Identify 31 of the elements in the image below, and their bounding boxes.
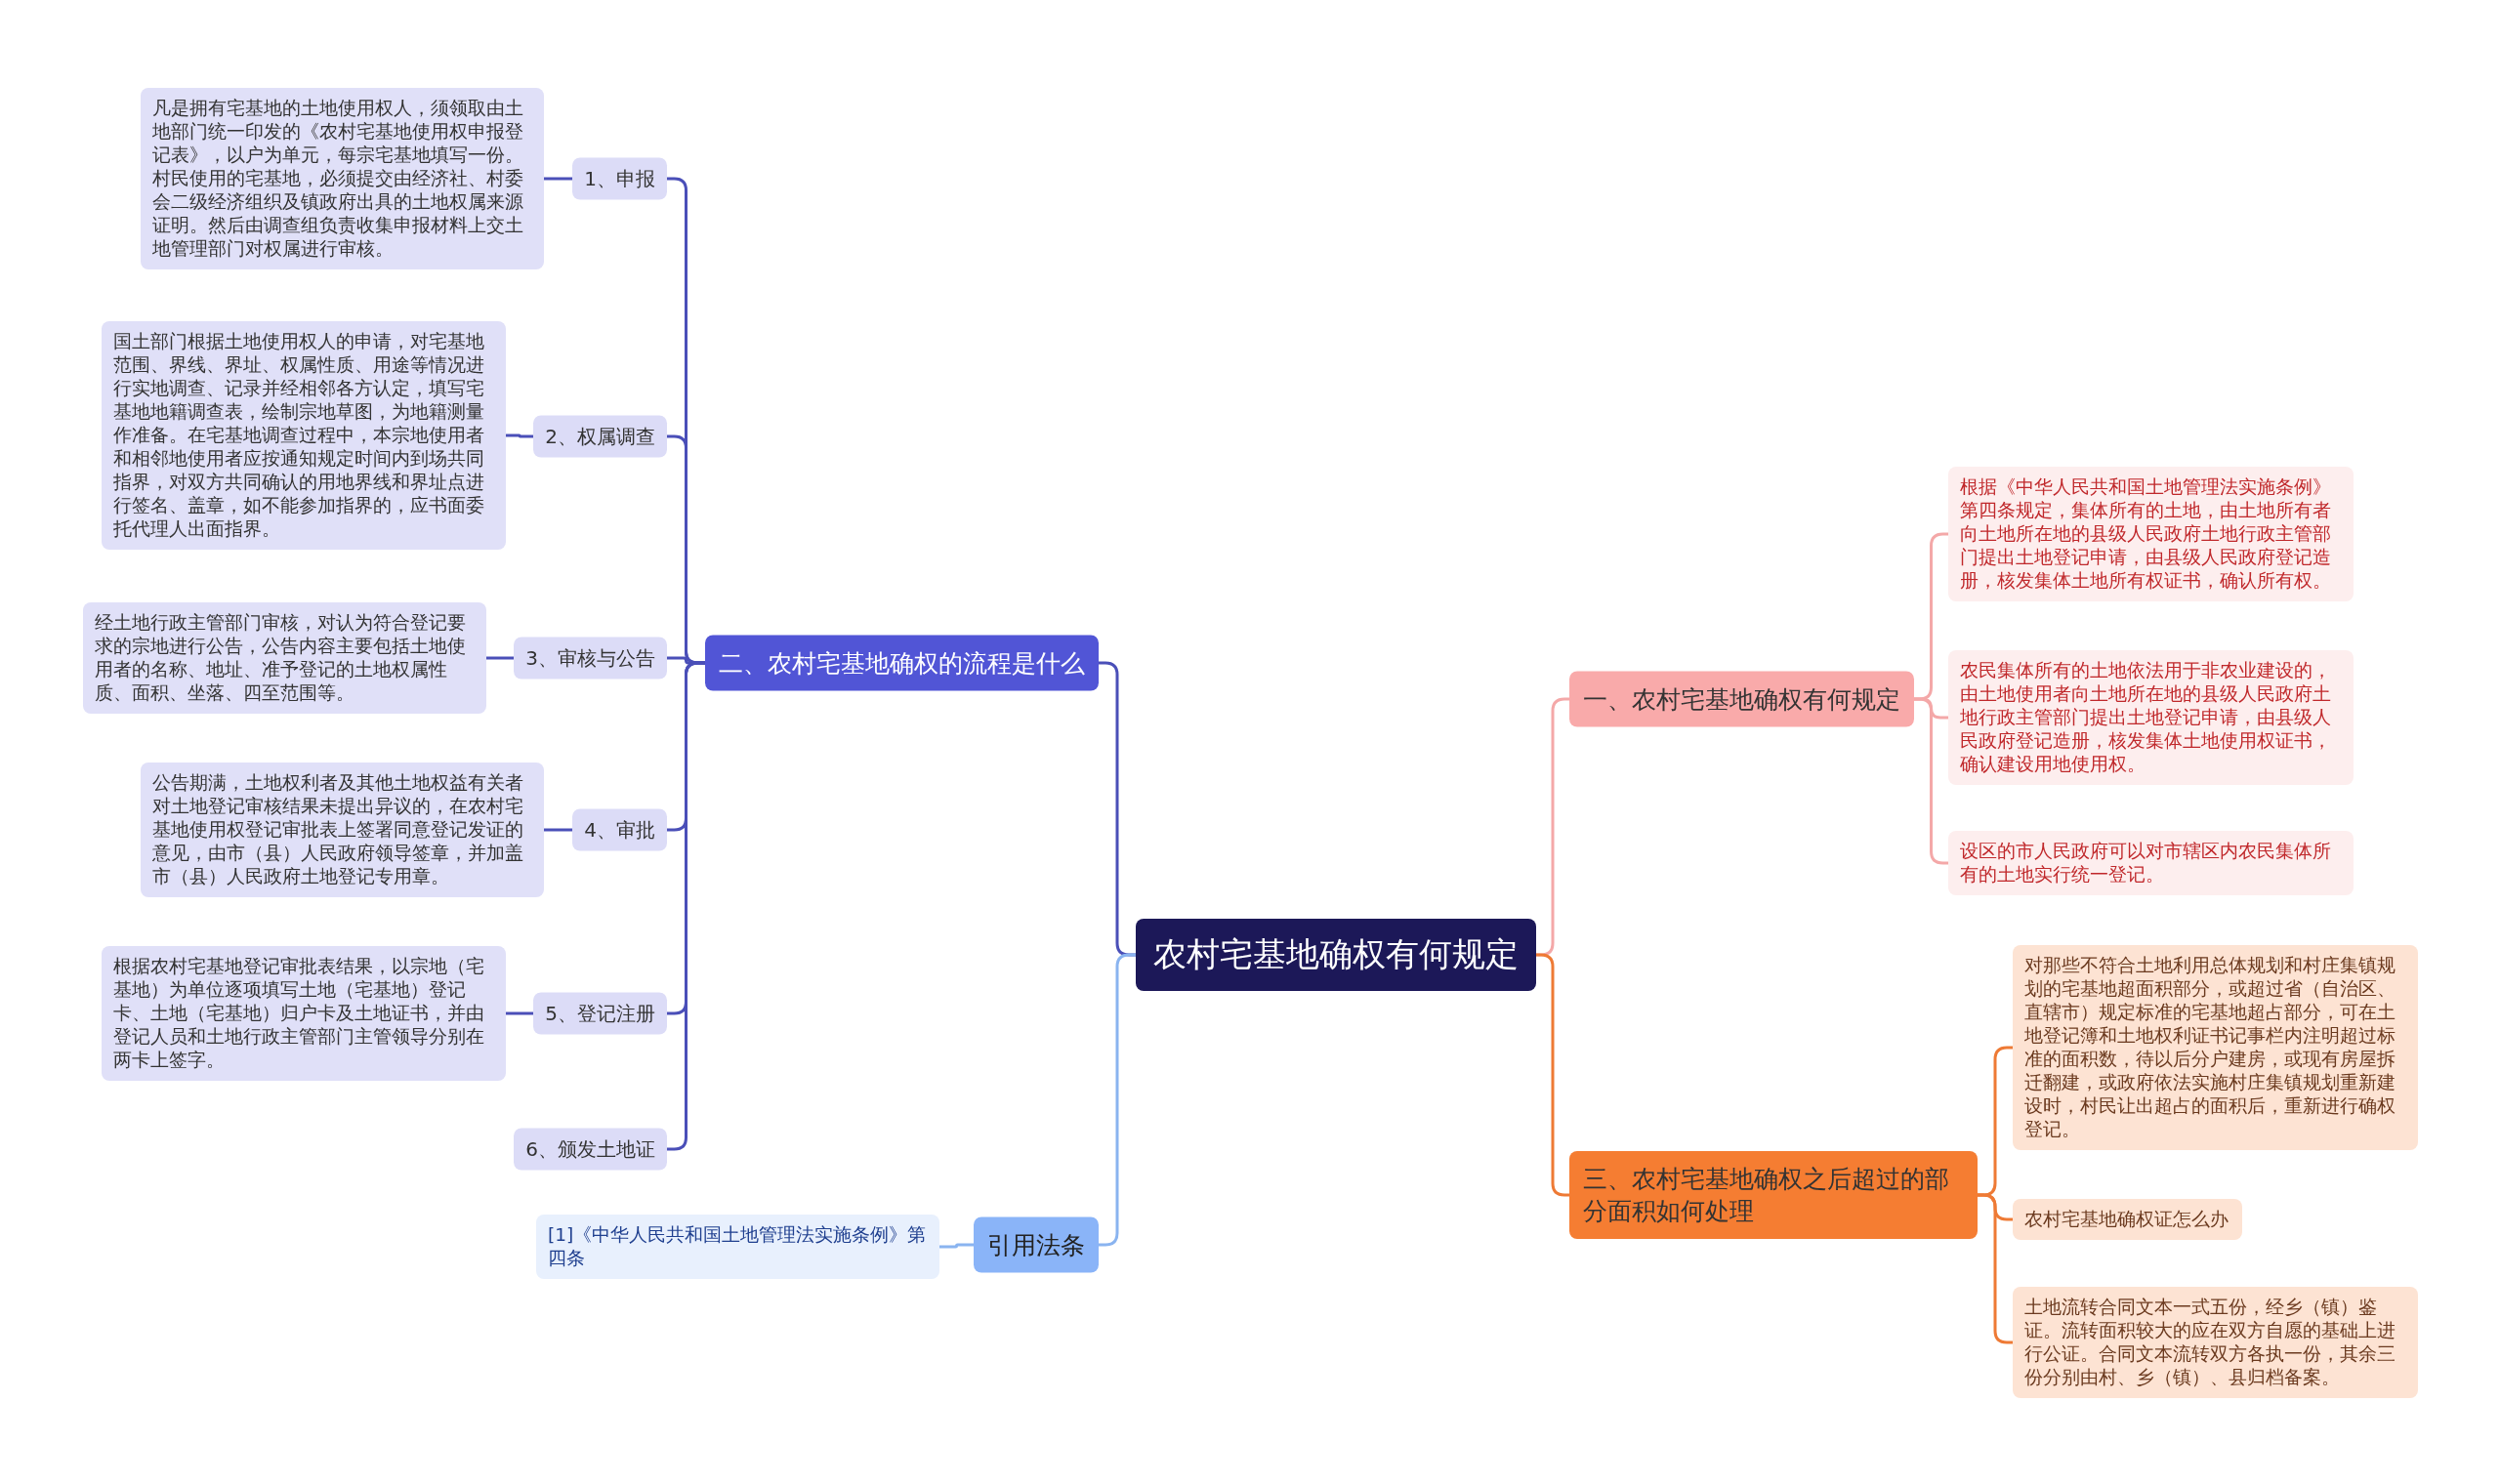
note-box: 设区的市人民政府可以对市辖区内农民集体所有的土地实行统一登记。 xyxy=(1948,831,2354,895)
note-box: 根据《中华人民共和国土地管理法实施条例》第四条规定，集体所有的土地，由土地所有者向土地所在地的县级人民政府土地行政主管部门提出土地登记申请，由县级人民政府登记造册，核发集体土地所有权证书，确认所有权。 xyxy=(1948,467,2354,601)
connector-line xyxy=(544,828,573,832)
note-box: 经土地行政主管部门审核，对认为符合登记要求的宗地进行公告，公告内容主要包括土地使用者的名称、地址、准予登记的土地权属性质、面积、坐落、四至范围等。 xyxy=(83,602,486,714)
note-box: 农民集体所有的土地依法用于非农业建设的，由土地使用者向土地所在地的县级人民政府土地行政主管部门提出土地登记申请，由县级人民政府登记造册，核发集体土地使用权证书，确认建设用地使用权。 xyxy=(1948,650,2354,785)
connector-line xyxy=(506,1011,534,1015)
note-box: 凡是拥有宅基地的土地使用权人，须领取由土地部门统一印发的《农村宅基地使用权申报登记表》，以户为单元，每宗宅基地填写一份。村民使用的宅基地，必须提交由经济社、村委会二级经济组织及镇政府出具的土地权属来源证明。然后由调查组负责收集申报材料上交土地管理部门对权属进行审核。 xyxy=(141,88,544,269)
note-box: 国土部门根据土地使用权人的申请，对宅基地范围、界线、界址、权属性质、用途等情况进行实地调查、记录并经相邻各方认定，填写宅基地地籍调查表，绘制宗地草图，为地籍测量作准备。在宅基地调查过程中，本宗地使用者和相邻地使用者应按通知规定时间内到场共同指界，对双方共同确认的用地界线和界址点进行签名、盖章，如不能参加指界的，应书面委托代理人出面指界。 xyxy=(102,321,506,550)
connector-line xyxy=(1978,1193,2013,1344)
connector-line xyxy=(1099,953,1136,1247)
branch-topic: 引用法条 xyxy=(974,1216,1099,1273)
note-box: 公告期满，土地权利者及其他土地权益有关者对土地登记审核结果未提出异议的，在农村宅基地使用权登记审批表上签署同意登记发证的意见，由市（县）人民政府领导签章，并加盖市（县）人民政府土地登记专用章。 xyxy=(141,763,544,897)
subtopic-box: 6、颁发土地证 xyxy=(514,1128,667,1171)
subtopic-box: 5、登记注册 xyxy=(533,992,667,1035)
branch-topic: 三、农村宅基地确权之后超过的部分面积如何处理 xyxy=(1569,1151,1978,1239)
note-box: 农村宅基地确权证怎么办 xyxy=(2013,1199,2242,1240)
note-box: 土地流转合同文本一式五份，经乡（镇）鉴证。流转面积较大的应在双方自愿的基础上进行公证。合同文本流转双方各执一份，其余三份分别由村、乡（镇）、县归档备案。 xyxy=(2013,1287,2418,1398)
branch-topic: 一、农村宅基地确权有何规定 xyxy=(1569,671,1914,727)
subtopic-box: 1、申报 xyxy=(572,157,667,200)
reference-box: [1]《中华人民共和国土地管理法实施条例》第四条 xyxy=(536,1215,939,1279)
subtopic-box: 2、权属调查 xyxy=(533,415,667,458)
note-box: 对那些不符合土地利用总体规划和村庄集镇规划的宅基地超面积部分，或超过省（自治区、直辖市）规定标准的宅基地超占部分，可在土地登记簿和土地权利证书记事栏内注明超过标准的面积数，待以后分户建房，或现有房屋拆迁翻建，或政府依法实施村庄集镇规划重新建设时，村民让出超占的面积后，重新进行确权登记。 xyxy=(2013,945,2418,1150)
connector-line xyxy=(939,1243,974,1249)
central-topic: 农村宅基地确权有何规定 xyxy=(1136,919,1536,991)
branch-topic: 二、农村宅基地确权的流程是什么 xyxy=(705,635,1099,691)
connector-line xyxy=(486,656,515,660)
subtopic-box: 3、审核与公告 xyxy=(514,637,667,680)
connector-line xyxy=(506,433,534,438)
subtopic-box: 4、审批 xyxy=(572,808,667,851)
connector-line xyxy=(544,177,573,181)
note-box: 根据农村宅基地登记审批表结果，以宗地（宅基地）为单位逐项填写土地（宅基地）登记卡、土地（宅基地）归户卡及土地证书，并由登记人员和土地行政主管部门主管领导分别在两卡上签字。 xyxy=(102,946,506,1081)
